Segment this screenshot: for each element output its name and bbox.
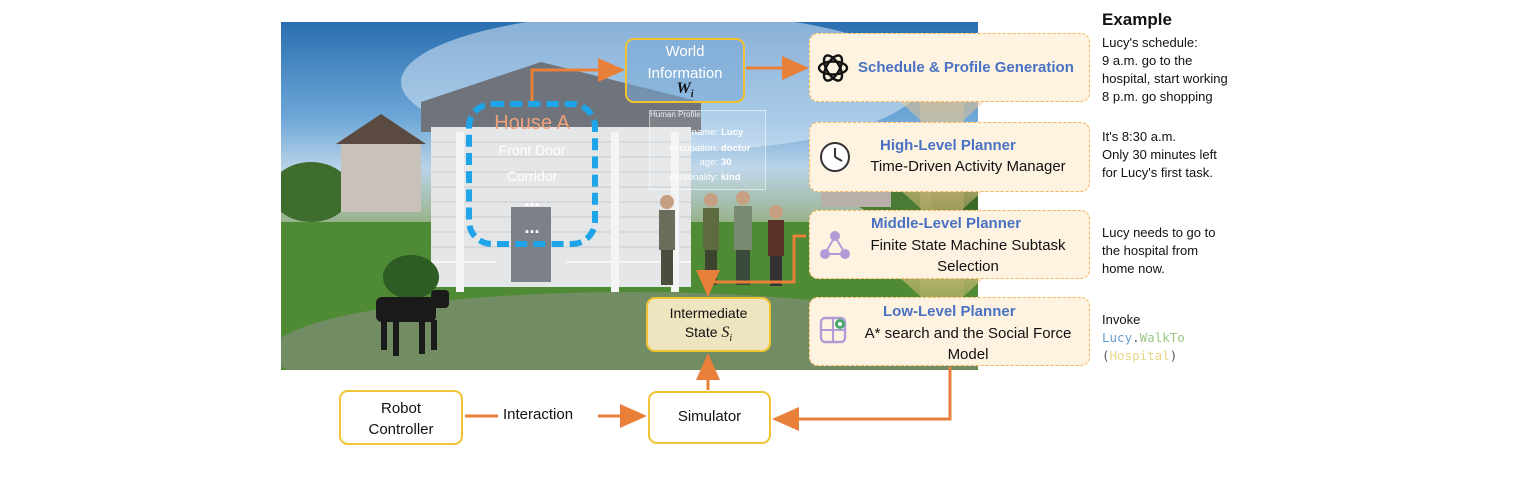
example-middle-line-3: home now. xyxy=(1102,261,1165,276)
example-middle-line-2: the hospital from xyxy=(1102,243,1199,258)
intermediate-symbol-sub: i xyxy=(729,332,733,344)
world-information-box xyxy=(625,38,745,103)
house-item-corridor: Corridor xyxy=(506,168,558,184)
robot-controller-label: Robot Controller xyxy=(339,398,463,440)
high-level-planner-desc: Time-Driven Activity Manager xyxy=(870,158,1066,175)
arrow-middle-to-intermediate xyxy=(696,234,806,297)
profile-key-age: age: xyxy=(699,157,719,168)
example-schedule-line-2: 9 a.m. go to the xyxy=(1102,53,1193,68)
profile-value-age: 30 xyxy=(721,157,732,168)
house-a-region xyxy=(466,101,598,247)
robot-controller-line1: Robot xyxy=(380,400,422,417)
middle-level-planner-desc-2: Selection xyxy=(937,258,999,275)
example-low-text: Invoke Lucy.WalkTo (Hospital) xyxy=(1102,311,1185,365)
robot-controller-line2: Controller xyxy=(368,421,434,438)
openai-logo-icon xyxy=(817,54,849,82)
profile-value-personality: kind xyxy=(721,172,741,183)
code-method: WalkTo xyxy=(1139,330,1185,345)
simulator-label: Simulator xyxy=(677,408,742,425)
schedule-generation-title: Schedule & Profile Generation xyxy=(858,59,1074,76)
profile-key-name: name: xyxy=(691,127,718,138)
world-label-line1: World xyxy=(665,43,705,60)
house-dots-1: ... xyxy=(524,190,540,210)
example-high-line-1: It's 8:30 a.m. xyxy=(1102,129,1177,144)
low-level-planner-box xyxy=(809,297,1090,366)
intermediate-state-box xyxy=(646,297,771,352)
high-level-planner-box xyxy=(809,122,1090,192)
map-pin-icon xyxy=(819,316,847,344)
simulator-box xyxy=(648,391,771,444)
clock-icon xyxy=(820,142,850,172)
profile-value-name: Lucy xyxy=(721,127,744,138)
scene-illustration xyxy=(281,22,978,370)
robot-controller-box xyxy=(339,390,463,445)
code-dot: . xyxy=(1132,330,1140,345)
intermediate-symbol: S xyxy=(721,324,730,341)
example-schedule-text: Lucy's schedule: 9 a.m. go to the hospit… xyxy=(1102,34,1228,106)
example-schedule-line-3: hospital, start working xyxy=(1102,71,1228,86)
high-level-planner-title: High-Level Planner xyxy=(880,137,1016,154)
code-close-paren: ) xyxy=(1169,348,1178,363)
low-level-planner-desc-1: A* search and the Social Force xyxy=(864,325,1072,342)
example-code-line-1: Lucy.WalkTo xyxy=(1102,329,1185,347)
human-profile-heading: Human Profile xyxy=(650,110,701,119)
example-invoke: Invoke xyxy=(1102,312,1141,327)
world-label-line2: Information xyxy=(647,65,723,82)
intermediate-word: State xyxy=(684,324,718,340)
interaction-label: Interaction xyxy=(503,406,574,423)
human-profile-panel xyxy=(649,110,766,190)
profile-key-occupation: occupation: xyxy=(669,143,718,154)
schedule-generation-box xyxy=(809,33,1090,102)
example-high-line-2: Only 30 minutes left xyxy=(1102,147,1217,162)
low-level-planner-desc-2: Model xyxy=(947,346,989,363)
example-middle-line-1: Lucy needs to go to xyxy=(1102,225,1216,240)
example-schedule-line-4: 8 p.m. go shopping xyxy=(1102,89,1213,104)
example-high-line-3: for Lucy's first task. xyxy=(1102,165,1213,180)
house-title: House A xyxy=(494,112,570,134)
low-level-planner-title: Low-Level Planner xyxy=(883,303,1016,320)
profile-value-occupation: doctor xyxy=(721,143,751,154)
arrow-low-to-simulator xyxy=(772,367,952,431)
middle-level-planner-box xyxy=(809,210,1090,279)
middle-level-planner-title: Middle-Level Planner xyxy=(871,215,1022,232)
arrow-house-to-world xyxy=(530,58,625,101)
example-middle-text: Lucy needs to go to the hospital from ho… xyxy=(1102,224,1215,278)
code-argument: Hospital xyxy=(1109,348,1170,363)
example-title: Example xyxy=(1102,10,1172,29)
profile-key-personality: personality: xyxy=(669,172,718,183)
state-machine-icon xyxy=(820,231,850,259)
example-high-text: It's 8:30 a.m. Only 30 minutes left for … xyxy=(1102,128,1217,182)
code-object: Lucy xyxy=(1102,330,1133,345)
world-symbol: Wi xyxy=(625,80,745,100)
middle-level-planner-desc-1: Finite State Machine Subtask xyxy=(870,237,1066,254)
world-information-label: World Information xyxy=(625,41,745,85)
intermediate-line1: Intermediate xyxy=(669,305,748,321)
house-dots-2: ... xyxy=(524,217,540,237)
world-symbol-main: W xyxy=(676,80,691,97)
code-open-paren: ( xyxy=(1102,348,1110,363)
intermediate-line2: State Si xyxy=(646,324,771,344)
example-schedule-line-1: Lucy's schedule: xyxy=(1102,35,1198,50)
house-item-front-door: Front Door xyxy=(498,142,566,158)
example-code-line-2: (Hospital) xyxy=(1102,347,1185,365)
world-symbol-sub: i xyxy=(690,89,694,101)
